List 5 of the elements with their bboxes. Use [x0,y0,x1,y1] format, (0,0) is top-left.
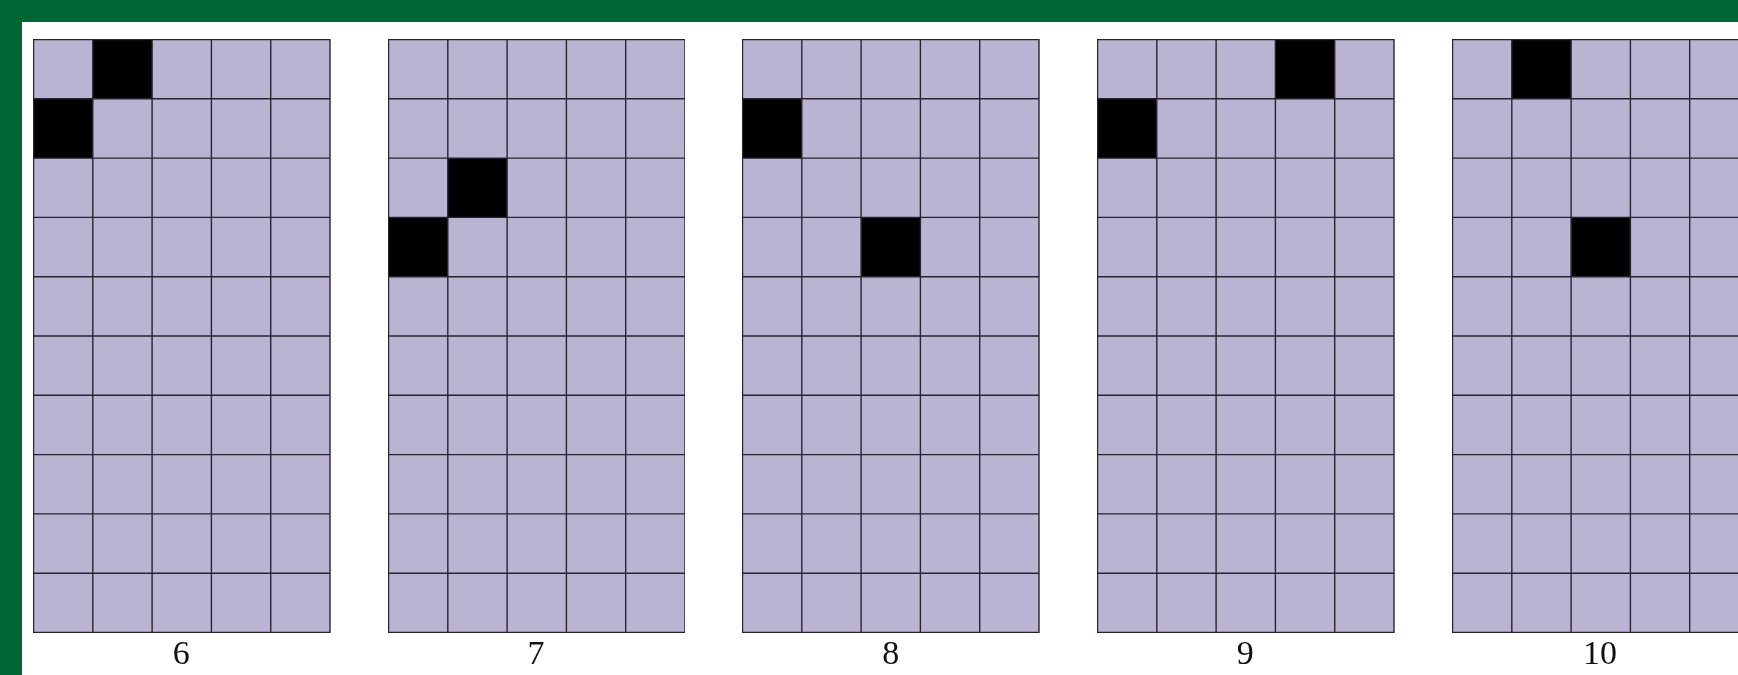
figure-number: 8 [882,636,900,670]
figure-number: 9 [1236,636,1254,670]
figure-number: 7 [527,636,545,670]
figure-number: 6 [172,636,190,670]
figure-number: 10 [1583,636,1618,670]
